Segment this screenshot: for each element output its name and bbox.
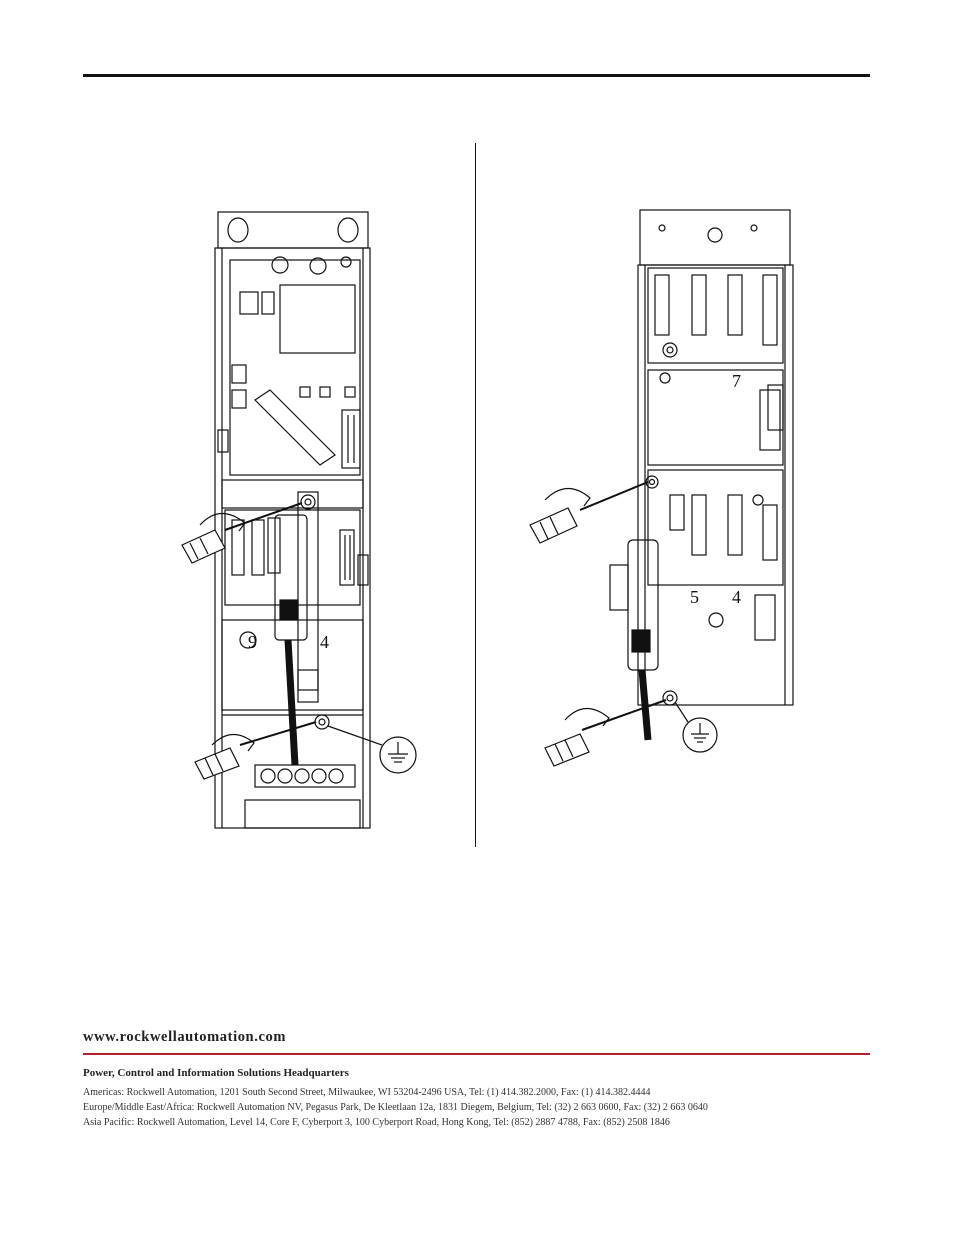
label-right-1: 7 [732,371,741,391]
address-emea: Europe/Middle East/Africa: Rockwell Auto… [83,1102,708,1113]
label-left-1: 9 [248,632,257,652]
headquarters-title: Power, Control and Information Solutions… [83,1067,349,1079]
footer-rule [83,1053,870,1055]
header-rule [83,74,870,77]
figure-drive-front: 9 4 [170,200,435,835]
label-right-2: 5 [690,587,699,607]
label-right-3: 4 [732,587,741,607]
column-divider [475,143,476,847]
figure-drive-side: 7 5 4 [520,200,820,770]
footer-url[interactable]: www.rockwellautomation.com [83,1029,287,1045]
address-asia-pacific: Asia Pacific: Rockwell Automation, Level… [83,1117,670,1128]
label-left-2: 4 [320,632,329,652]
address-americas: Americas: Rockwell Automation, 1201 Sout… [83,1087,651,1098]
